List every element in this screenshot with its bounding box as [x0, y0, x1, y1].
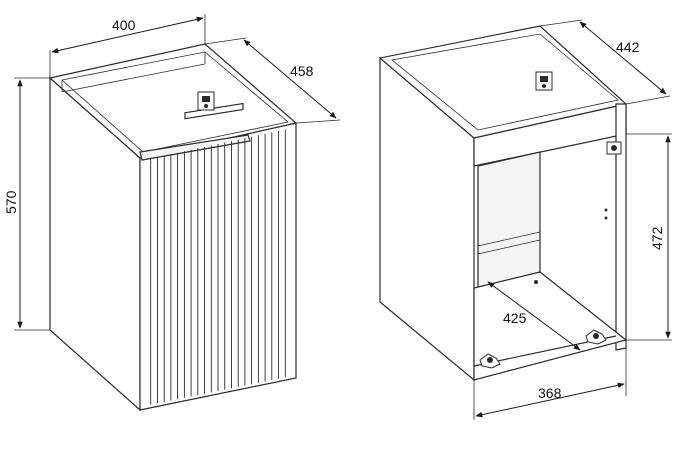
door-fluting [150, 129, 286, 405]
right-top-opening [391, 33, 619, 131]
right-back-panel [477, 151, 541, 289]
right-inner-height-label: 472 [649, 226, 665, 250]
left-depth-label: 458 [290, 63, 314, 79]
left-height-label: 570 [3, 190, 19, 214]
right-inner-depth-label: 425 [503, 310, 527, 326]
left-width-label: 400 [112, 17, 136, 33]
right-dimensions: 442 472 425 368 [473, 19, 672, 420]
right-cabinet [378, 25, 628, 382]
left-top-opening [61, 51, 289, 153]
leveling-foot-icon [479, 353, 501, 369]
left-dimensions: 400 458 570 [3, 14, 341, 331]
leveling-foot-icon [585, 329, 607, 345]
hanging-bracket-icon [197, 91, 215, 111]
right-front-edge [615, 103, 627, 351]
left-cabinet [48, 43, 298, 412]
left-handle-lip [139, 134, 251, 161]
door-hinge-icon [606, 141, 622, 155]
right-inner-width-label: 368 [538, 385, 562, 401]
hanging-bracket-icon [535, 71, 553, 91]
right-depth-label: 442 [616, 39, 640, 55]
